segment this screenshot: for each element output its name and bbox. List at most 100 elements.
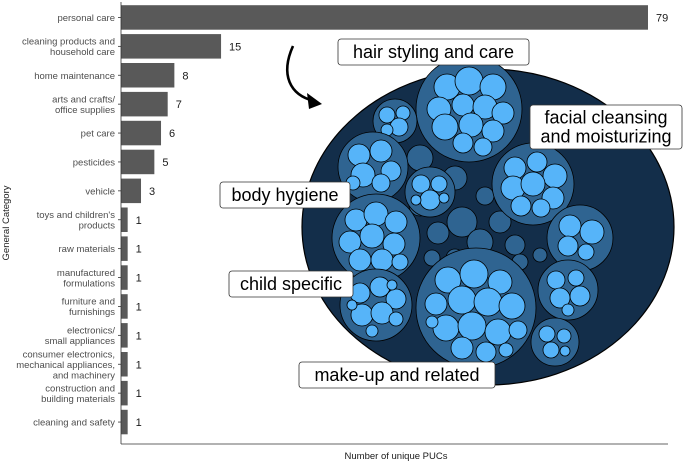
category-tick-label: pet care — [81, 129, 115, 140]
bar — [121, 34, 222, 59]
leaf-circle — [411, 174, 431, 194]
leaf-circle — [424, 292, 448, 316]
leaf-circle — [388, 311, 404, 327]
leaf-circle — [389, 117, 409, 137]
callout-box — [219, 181, 351, 209]
leaf-circle — [385, 288, 407, 310]
bar — [121, 149, 155, 175]
leaf-circle — [542, 341, 560, 359]
callout-box — [228, 270, 354, 298]
leaf-circle — [498, 292, 526, 320]
arrow — [286, 45, 315, 103]
callout-label: hair styling and care — [353, 42, 514, 62]
leaf-circle — [431, 113, 459, 141]
leaf-circle — [370, 248, 394, 272]
category-tick-label: consumer electronics,mechanical applianc… — [16, 349, 115, 381]
leaf-circle — [457, 311, 487, 341]
bar — [121, 323, 128, 348]
callout-label: body hygiene — [231, 185, 338, 205]
bar-value-label: 15 — [229, 41, 241, 53]
leaf-circle — [503, 156, 527, 180]
bar-value-label: 8 — [182, 70, 188, 82]
leaf-circle — [556, 328, 572, 344]
group-circle — [426, 221, 450, 245]
x-axis-title: Number of unique PUCs — [345, 451, 448, 462]
bar — [121, 5, 648, 30]
bar — [121, 352, 128, 377]
leaf-circle — [346, 299, 358, 311]
leaf-circle — [559, 345, 571, 357]
category-tick-label: raw materials — [59, 244, 116, 255]
bar-value-label: 1 — [136, 215, 142, 227]
leaf-circle — [459, 259, 489, 289]
bar-value-label: 1 — [136, 244, 142, 256]
leaf-circle — [410, 194, 422, 206]
leaf-circle — [386, 279, 398, 291]
leaf-circle — [425, 315, 439, 329]
bar-value-label: 1 — [136, 301, 142, 313]
leaf-circle — [359, 223, 385, 249]
leaf-circle — [454, 66, 484, 96]
bar — [121, 178, 142, 204]
leaf-circle — [542, 163, 568, 189]
leaf-circle — [363, 201, 389, 227]
bar — [121, 265, 128, 290]
leaf-circle — [371, 173, 391, 193]
leaf-circle — [546, 270, 566, 290]
leaf-circle — [447, 285, 477, 315]
leaf-circle — [549, 287, 571, 309]
category-tick-label: personal care — [57, 13, 115, 24]
bar-value-label: 1 — [136, 273, 142, 285]
bar — [121, 236, 128, 261]
bar — [121, 294, 128, 319]
leaf-circle — [378, 106, 396, 124]
category-tick-label: home maintenance — [34, 71, 115, 82]
group-circle — [475, 186, 495, 206]
callout-box — [337, 38, 530, 66]
leaf-circle — [384, 210, 408, 234]
callout-label: make-up and related — [314, 365, 479, 385]
leaf-circle — [510, 195, 532, 217]
category-tick-label: vehicle — [85, 186, 115, 197]
leaf-circle — [365, 324, 379, 338]
leaf-circle — [347, 143, 371, 167]
leaf-circle — [561, 303, 575, 317]
leaf-circle — [419, 189, 441, 211]
leaf-circle — [484, 318, 512, 346]
leaf-circle — [538, 325, 556, 343]
leaf-circle — [531, 198, 551, 218]
group-circle — [504, 234, 526, 256]
group-circle — [446, 206, 478, 238]
leaf-circle — [450, 336, 474, 360]
group-circle — [488, 210, 512, 234]
bar-value-label: 1 — [136, 388, 142, 400]
group-circle — [530, 317, 580, 367]
category-tick-label: electronics/small appliances — [45, 326, 116, 348]
bar-value-label: 1 — [136, 330, 142, 342]
leaf-circle — [558, 214, 582, 238]
leaf-circle — [569, 285, 591, 307]
callout-box — [529, 104, 683, 150]
leaf-circle — [481, 119, 505, 143]
group-circle — [423, 249, 441, 267]
bar — [121, 380, 128, 406]
leaf-circle — [508, 320, 528, 340]
bar-value-label: 3 — [149, 186, 155, 198]
leaf-circle — [526, 151, 548, 173]
leaf-circle — [491, 101, 515, 125]
leaf-circle — [579, 219, 605, 245]
callout-box — [298, 361, 496, 389]
y-axis-title: General Category — [1, 185, 12, 260]
leaf-circle — [487, 269, 513, 295]
category-tick-label: pesticides — [73, 157, 115, 168]
leaf-circle — [473, 287, 503, 317]
leaf-circle — [577, 243, 595, 261]
leaf-circle — [473, 137, 493, 157]
bar — [121, 207, 128, 232]
category-tick-label: arts and crafts/office supplies — [52, 94, 115, 116]
